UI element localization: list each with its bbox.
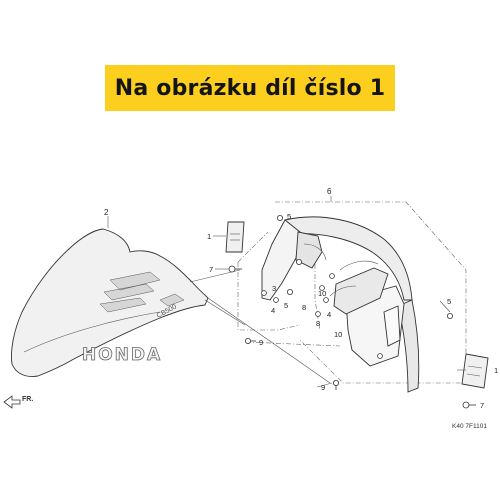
callout-4: 4 [327,310,331,319]
banner-text: Na obrázku díl číslo 1 [114,75,386,101]
screw-icon [332,379,339,386]
clip-icon [446,312,453,319]
reflector-part [225,221,489,389]
callout-5: 5 [284,301,288,310]
callout-5: 5 [287,212,291,221]
callout-labels: 2 6 1 1 5 5 5 3 7 7 4 4 8 8 9 9 10 10 [104,187,498,410]
callout-5: 5 [447,297,451,306]
callout-10: 10 [318,289,326,298]
direction-label: FR. [22,396,33,403]
fender-part [261,216,420,393]
nut-icon [261,290,267,296]
front-direction-arrow: FR. [3,395,33,409]
leader-lines [189,269,331,384]
fasteners [228,214,476,409]
drawing-code: K40 7F1101 [452,423,487,430]
callout-4: 4 [271,306,275,315]
nut-icon [315,311,321,317]
nut-icon [323,297,329,303]
clip-icon [295,258,302,265]
screw-icon [228,265,236,273]
windscreen-part: CB500 HONDA [11,228,209,377]
nut-icon [377,353,383,359]
clip-icon [276,214,283,221]
callout-10: 10 [334,330,342,339]
callout-7: 7 [209,265,213,274]
callout-8: 8 [302,303,306,312]
callout-leaders [107,196,466,388]
title-banner: Na obrázku díl číslo 1 [105,65,395,111]
assembly-frames [237,201,467,384]
callout-9: 9 [321,383,325,392]
callout-2: 2 [104,208,109,217]
callout-6: 6 [327,187,332,196]
nut-icon [273,297,279,303]
clip-icon [286,288,293,295]
callout-1: 1 [494,366,498,375]
screw-icon [462,401,470,409]
nut-icon [319,285,325,291]
screw-icon [244,337,251,344]
callout-3: 3 [272,284,276,293]
nut-icon [329,273,335,279]
honda-logo-text: HONDA [82,345,162,365]
callout-9: 9 [259,338,263,347]
callout-1: 1 [207,232,211,241]
callout-8: 8 [316,319,320,328]
callout-7: 7 [480,401,484,410]
